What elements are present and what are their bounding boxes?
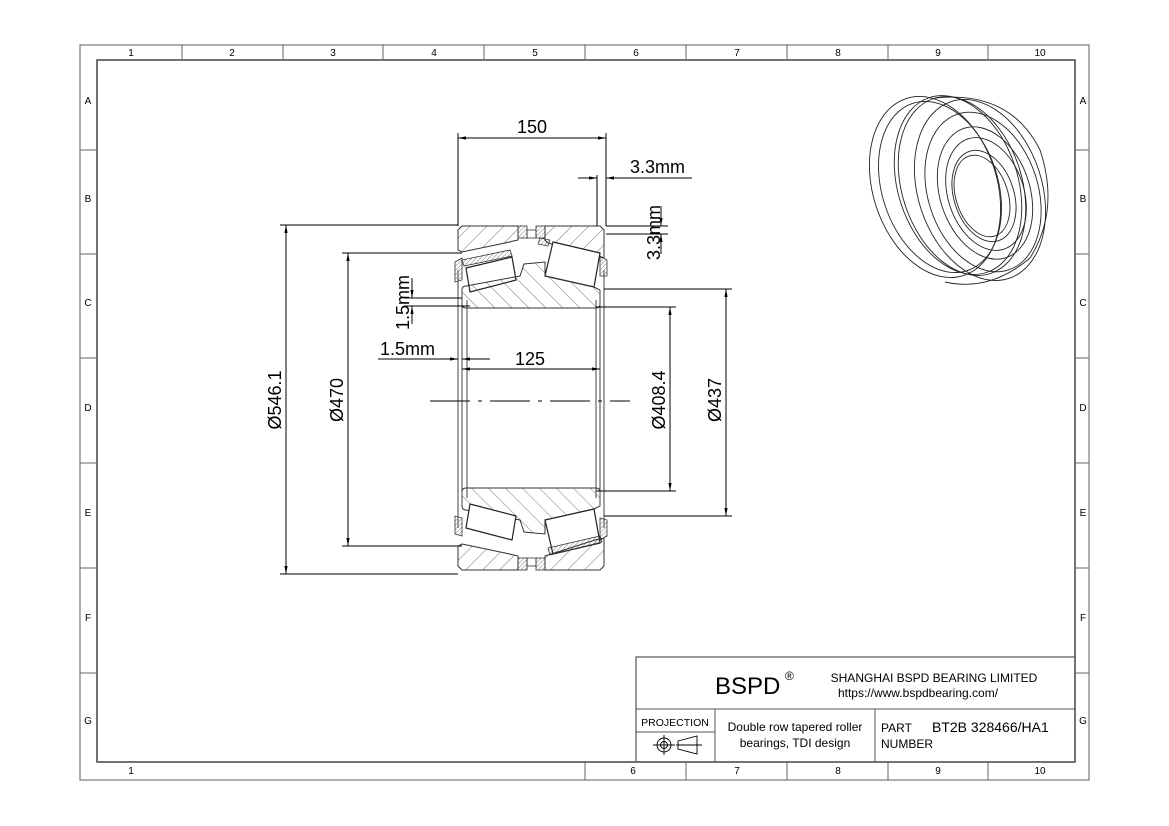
- row-label-f-left: F: [85, 613, 91, 624]
- top-grid: [181, 45, 989, 60]
- row-grid: [80, 149, 1089, 674]
- col-label-7: 7: [734, 48, 740, 59]
- dim-cup-diameter: Ø470: [327, 378, 347, 422]
- part-number: BT2B 328466/HA1: [932, 719, 1049, 735]
- inner-border: [96, 59, 1076, 763]
- dim-bore-diameter: Ø408.4: [649, 370, 669, 429]
- bearing-section-view: [430, 225, 630, 571]
- bottom-col-label-10: 10: [1034, 766, 1046, 777]
- col-label-8: 8: [835, 48, 841, 59]
- row-label-a-left: A: [85, 96, 92, 107]
- row-label-d-right: D: [1079, 403, 1086, 414]
- outer-border: [79, 44, 1090, 781]
- description-line1: Double row tapered roller: [728, 720, 863, 734]
- bottom-col-label-7: 7: [734, 766, 740, 777]
- row-label-c-right: C: [1079, 298, 1086, 309]
- bearing-isometric-view: [868, 95, 1049, 285]
- dimension-labels: 150 3.3mm 3.3mm 1.5mm 1.5mm 125 Ø546.1 Ø…: [265, 117, 725, 430]
- col-label-4: 4: [431, 48, 437, 59]
- projection-label: PROJECTION: [641, 717, 709, 729]
- description-line2: bearings, TDI design: [740, 736, 851, 750]
- part-label-line2: NUMBER: [881, 737, 933, 751]
- col-label-3: 3: [330, 48, 336, 59]
- dim-chamfer-inner-radial: 1.5mm: [393, 275, 413, 330]
- bottom-col-label-9: 9: [935, 766, 941, 777]
- company-name: SHANGHAI BSPD BEARING LIMITED: [831, 671, 1038, 685]
- row-label-g-right: G: [1079, 716, 1087, 727]
- row-label-b-right: B: [1080, 194, 1087, 205]
- row-label-d-left: D: [84, 403, 91, 414]
- dim-chamfer-outer-radial: 3.3mm: [644, 205, 664, 260]
- dim-width-overall: 150: [517, 117, 547, 137]
- row-label-e-left: E: [85, 508, 92, 519]
- row-label-g-left: G: [84, 716, 92, 727]
- dimension-lines: [280, 133, 732, 575]
- title-block: BSPD ® SHANGHAI BSPD BEARING LIMITED htt…: [635, 656, 1076, 763]
- dim-chamfer-outer-axial: 3.3mm: [630, 157, 685, 177]
- row-label-f-right: F: [1080, 613, 1086, 624]
- bottom-col-label-8: 8: [835, 766, 841, 777]
- col-label-9: 9: [935, 48, 941, 59]
- dim-outer-diameter: Ø546.1: [265, 370, 285, 429]
- dim-cone-diameter: Ø437: [705, 378, 725, 422]
- dim-chamfer-inner-axial: 1.5mm: [380, 339, 435, 359]
- part-label-line1: PART: [881, 721, 913, 735]
- company-website: https://www.bspdbearing.com/: [838, 686, 999, 700]
- brand-logo: BSPD: [715, 673, 780, 700]
- row-label-c-left: C: [84, 298, 91, 309]
- dim-inner-width: 125: [515, 349, 545, 369]
- row-label-a-right: A: [1080, 96, 1087, 107]
- projection-symbol-icon: [653, 735, 702, 755]
- row-label-e-right: E: [1080, 508, 1087, 519]
- bottom-grid: [584, 762, 989, 780]
- col-label-2: 2: [229, 48, 235, 59]
- col-label-5: 5: [532, 48, 538, 59]
- col-label-10: 10: [1034, 48, 1046, 59]
- bottom-col-label-1: 1: [128, 766, 134, 777]
- col-label-6: 6: [633, 48, 639, 59]
- col-label-1: 1: [128, 48, 134, 59]
- registered-mark: ®: [785, 669, 794, 683]
- row-label-b-left: B: [85, 194, 92, 205]
- bottom-col-label-6: 6: [630, 766, 636, 777]
